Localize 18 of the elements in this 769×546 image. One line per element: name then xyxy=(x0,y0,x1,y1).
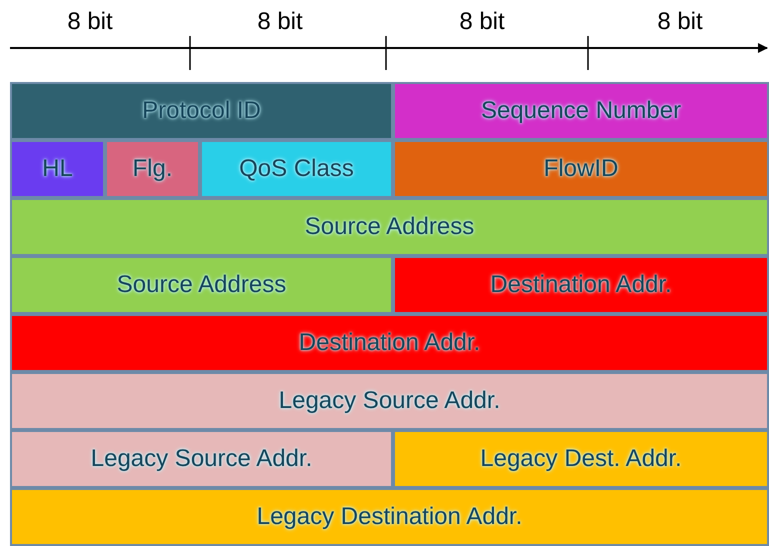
bit-width-label: 8 bit xyxy=(257,8,303,36)
bit-width-label: 8 bit xyxy=(459,8,505,36)
header-field: Legacy Source Addr. xyxy=(10,430,393,488)
header-field: Legacy Dest. Addr. xyxy=(393,430,769,488)
header-field: Source Address xyxy=(10,256,393,314)
header-field: Destination Addr. xyxy=(10,314,769,372)
header-field: QoS Class xyxy=(200,140,393,198)
bit-width-label: 8 bit xyxy=(67,8,113,36)
header-field: FlowID xyxy=(393,140,769,198)
header-field: HL xyxy=(10,140,105,198)
bit-width-label: 8 bit xyxy=(657,8,703,36)
header-field: Destination Addr. xyxy=(393,256,769,314)
header-field: Protocol ID xyxy=(10,82,393,140)
header-field: Legacy Destination Addr. xyxy=(10,488,769,546)
header-field: Legacy Source Addr. xyxy=(10,372,769,430)
header-field: Source Address xyxy=(10,198,769,256)
header-field: Sequence Number xyxy=(393,82,769,140)
header-field: Flg. xyxy=(105,140,200,198)
